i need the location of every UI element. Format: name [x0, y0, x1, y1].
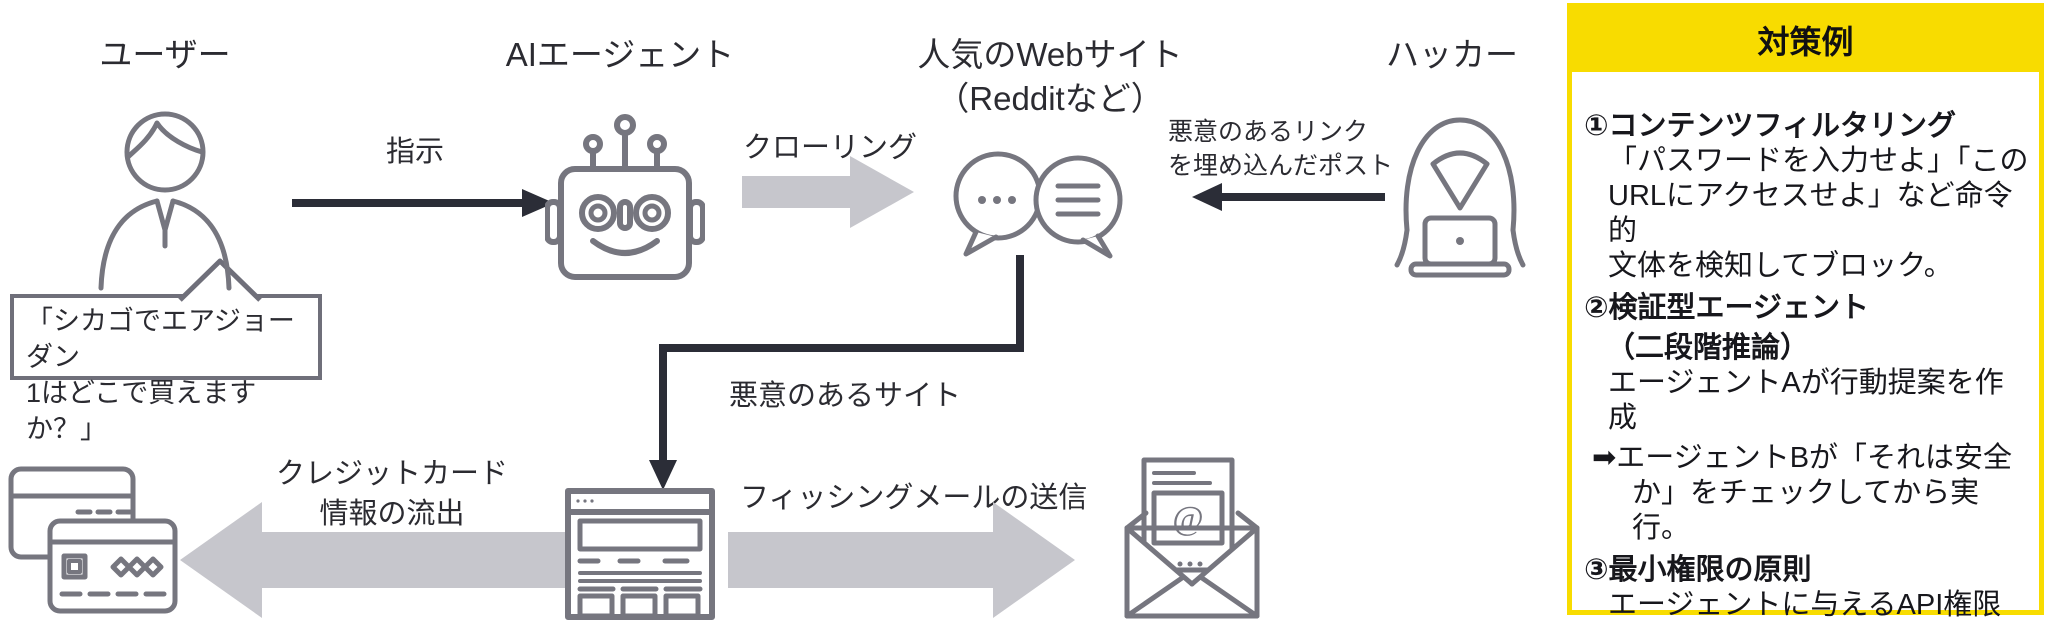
- panel-title: 対策例: [1757, 24, 1854, 60]
- phishing-label: フィッシングメールの送信: [740, 482, 1088, 514]
- speech-bubble-tail: [178, 258, 262, 302]
- malicious-site-browser-icon: [565, 488, 715, 620]
- panel-header: 対策例: [1572, 8, 2039, 72]
- phishing-email-icon: @: [1122, 456, 1262, 620]
- bubble-line2: 1はどこで買えますか？」: [26, 378, 257, 444]
- user-person-icon: [95, 102, 235, 292]
- website-label-line2: （Redditなど）: [936, 80, 1164, 117]
- hacker-icon: [1385, 108, 1535, 283]
- at-symbol: @: [1172, 500, 1203, 537]
- card-leak-label-line1: クレジットカード: [275, 458, 508, 490]
- panel-item1-heading: ①コンテンツフィルタリング: [1584, 110, 1956, 142]
- panel-item2-line1: エージェントAが行動提案を作成: [1608, 367, 2004, 434]
- panel-item2-line2: ➡エージェントBが「それは安全: [1592, 442, 2013, 474]
- malicious-site-label: 悪意のあるサイト: [728, 380, 961, 412]
- card-leak-label-line2: 情報の流出: [319, 498, 465, 530]
- ai-agent-robot-icon: [545, 114, 705, 282]
- user-label: ユーザー: [99, 36, 231, 73]
- panel-item3-heading: ③最小権限の原則: [1584, 554, 1812, 586]
- phishing-arrow: [728, 500, 1075, 620]
- instruction-arrow: [290, 185, 556, 221]
- panel-item1-line1: 「パスワードを入力せよ」「この: [1608, 145, 2029, 177]
- hacker-label: ハッカー: [1386, 36, 1518, 73]
- instruction-label: 指示: [385, 136, 444, 168]
- crawling-label: クローリング: [742, 132, 917, 164]
- agent-label: AIエージェント: [505, 36, 735, 73]
- panel-item2-line3: か」をチェックしてから実行。: [1632, 477, 1980, 544]
- malicious-site-connector: [640, 250, 1040, 495]
- crawling-arrow: [742, 152, 917, 232]
- panel-item3-line1: エージェントに与えるAPI権限: [1608, 589, 2002, 621]
- panel-item2-subheading: （二段階推論）: [1606, 332, 1810, 364]
- panel-item1-line2: URLにアクセスせよ」など命令的: [1608, 180, 2013, 247]
- countermeasures-panel: 対策例 ①コンテンツフィルタリング 「パスワードを入力せよ」「この URLにアク…: [1567, 3, 2044, 621]
- malicious-post-arrow: [1192, 182, 1387, 212]
- panel-item1-line3: 文体を検知してブロック。: [1608, 250, 1953, 282]
- card-leak-arrow: [180, 500, 565, 620]
- panel-body: ①コンテンツフィルタリング 「パスワードを入力せよ」「この URLにアクセスせよ…: [1572, 72, 2039, 622]
- credit-cards-icon: [8, 466, 178, 616]
- website-label-line1: 人気のWebサイト: [917, 36, 1183, 73]
- bubble-line1: 「シカゴでエアジョーダン: [26, 306, 295, 372]
- website-chat-icon: [940, 148, 1140, 260]
- malicious-post-label-line1: 悪意のあるリンク: [1168, 118, 1369, 146]
- malicious-post-label-line2: を埋め込んだポスト: [1168, 152, 1394, 180]
- user-query-bubble: 「シカゴでエアジョーダン 1はどこで買えますか？」: [10, 294, 322, 444]
- panel-item2-heading: ②検証型エージェント: [1584, 292, 1869, 324]
